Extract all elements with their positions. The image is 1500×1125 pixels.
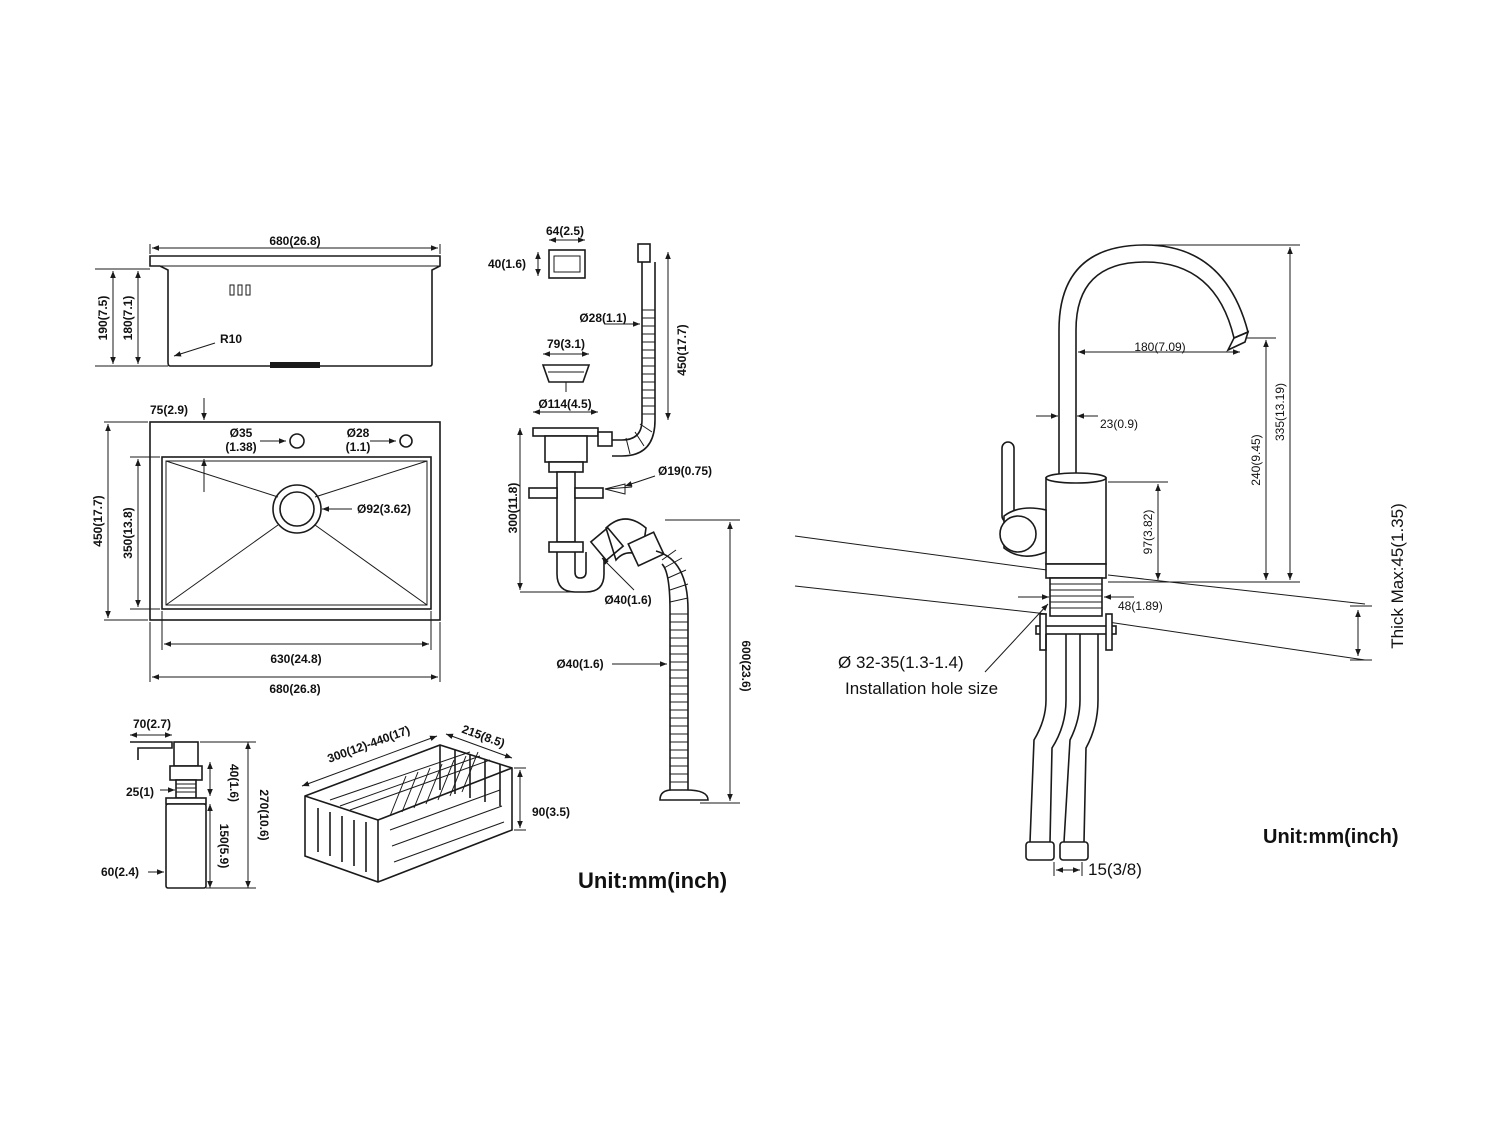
thickness-label: Thick Max:45(1.35) bbox=[1388, 503, 1407, 649]
flange-dia: Ø114(4.5) bbox=[538, 397, 591, 411]
strainer-cup bbox=[548, 249, 586, 279]
reach-label: 180(7.09) bbox=[1134, 340, 1185, 354]
neck-length: 25(1) bbox=[126, 785, 154, 799]
spout-length: 70(2.7) bbox=[133, 717, 171, 731]
basket-width: 79(3.1) bbox=[547, 337, 585, 351]
hose-nut-right bbox=[1059, 841, 1089, 861]
outlet-length: 600(23.6) bbox=[739, 640, 753, 691]
unit-label-left: Unit:mm(inch) bbox=[578, 868, 727, 893]
hole1-dia: Ø35 bbox=[230, 426, 253, 440]
pipe-dia: Ø40(1.6) bbox=[604, 593, 651, 607]
basket-width: 215(8.5) bbox=[460, 722, 507, 750]
faucet-hole bbox=[289, 433, 305, 449]
hole-size-label: Installation hole size bbox=[845, 679, 998, 698]
collar-length: 40(1.6) bbox=[227, 764, 241, 802]
basket-height: 90(3.5) bbox=[532, 805, 570, 819]
hose-dia: Ø28(1.1) bbox=[579, 311, 626, 325]
hole2-inch: (1.1) bbox=[346, 440, 371, 454]
basket-length: 300(12)-440(17) bbox=[325, 723, 411, 766]
drain-assembly: 64(2.5) 40(1.6) 450(17.7) Ø28(1.1) 79(3.… bbox=[488, 224, 753, 804]
sink-side-view: 680(26.8) 190(7.5) 180(7.1) R10 bbox=[95, 234, 441, 368]
hole2-dia: Ø28 bbox=[347, 426, 370, 440]
connector-label: 15(3/8) bbox=[1088, 860, 1142, 879]
hole1-inch: (1.38) bbox=[225, 440, 256, 454]
drain-outer bbox=[272, 484, 322, 534]
outlet-dia: Ø40(1.6) bbox=[556, 657, 603, 671]
spout-dia-label: 23(0.9) bbox=[1100, 417, 1138, 431]
body-height-label: 97(3.82) bbox=[1141, 510, 1155, 555]
dish-basket: 300(12)-440(17) 215(8.5) 90(3.5) bbox=[301, 722, 570, 883]
inner-height-label: 350(13.8) bbox=[121, 507, 135, 558]
dispenser-hole bbox=[399, 434, 413, 448]
drain-inner bbox=[279, 491, 315, 527]
radius-label: R10 bbox=[220, 332, 242, 346]
soap-dispenser: 70(2.7) 25(1) 40(1.6) 150(5.9) 270(10.6)… bbox=[101, 717, 271, 889]
trap-height: 300(11.8) bbox=[506, 483, 520, 534]
offset-label: 75(2.9) bbox=[150, 403, 188, 417]
small-pipe-dia: Ø19(0.75) bbox=[658, 464, 712, 478]
sink-depth-label: 180(7.1) bbox=[121, 296, 135, 341]
faucet-drawing: 180(7.09) 23(0.9) 335(13.19) 240(9.45) 9… bbox=[794, 244, 1407, 879]
outer-height-label: 450(17.7) bbox=[91, 495, 105, 546]
outlet-cap bbox=[659, 789, 709, 801]
drain-dia-label: Ø92(3.62) bbox=[357, 502, 411, 516]
unit-label-right: Unit:mm(inch) bbox=[1263, 826, 1399, 848]
height-label: 335(13.19) bbox=[1273, 383, 1287, 441]
faucet-body bbox=[1045, 477, 1107, 565]
sink-width-label: 680(26.8) bbox=[269, 234, 320, 248]
overflow-slot bbox=[229, 284, 235, 296]
sink-plan-view: Ø35 (1.38) Ø28 (1.1) Ø92(3.62) 75(2.9) 4… bbox=[91, 398, 441, 696]
inner-width-label: 630(24.8) bbox=[270, 652, 321, 666]
hose-length: 450(17.7) bbox=[675, 324, 689, 375]
faucet-handle bbox=[1001, 441, 1015, 523]
hole-size-value: Ø 32-35(1.3-1.4) bbox=[838, 653, 964, 672]
basket-strainer bbox=[541, 364, 591, 383]
body-length: 150(5.9) bbox=[217, 824, 231, 869]
base-dia-label: 48(1.89) bbox=[1118, 599, 1163, 613]
total-length: 270(10.6) bbox=[257, 789, 271, 840]
strainer-width: 64(2.5) bbox=[546, 224, 584, 238]
sink-height-label: 190(7.5) bbox=[96, 296, 110, 341]
spout-height-label: 240(9.45) bbox=[1249, 434, 1263, 485]
strainer-height: 40(1.6) bbox=[488, 257, 526, 271]
outer-width-label: 680(26.8) bbox=[269, 682, 320, 696]
hose-nut-left bbox=[1025, 841, 1055, 861]
bottle-width: 60(2.4) bbox=[101, 865, 139, 879]
